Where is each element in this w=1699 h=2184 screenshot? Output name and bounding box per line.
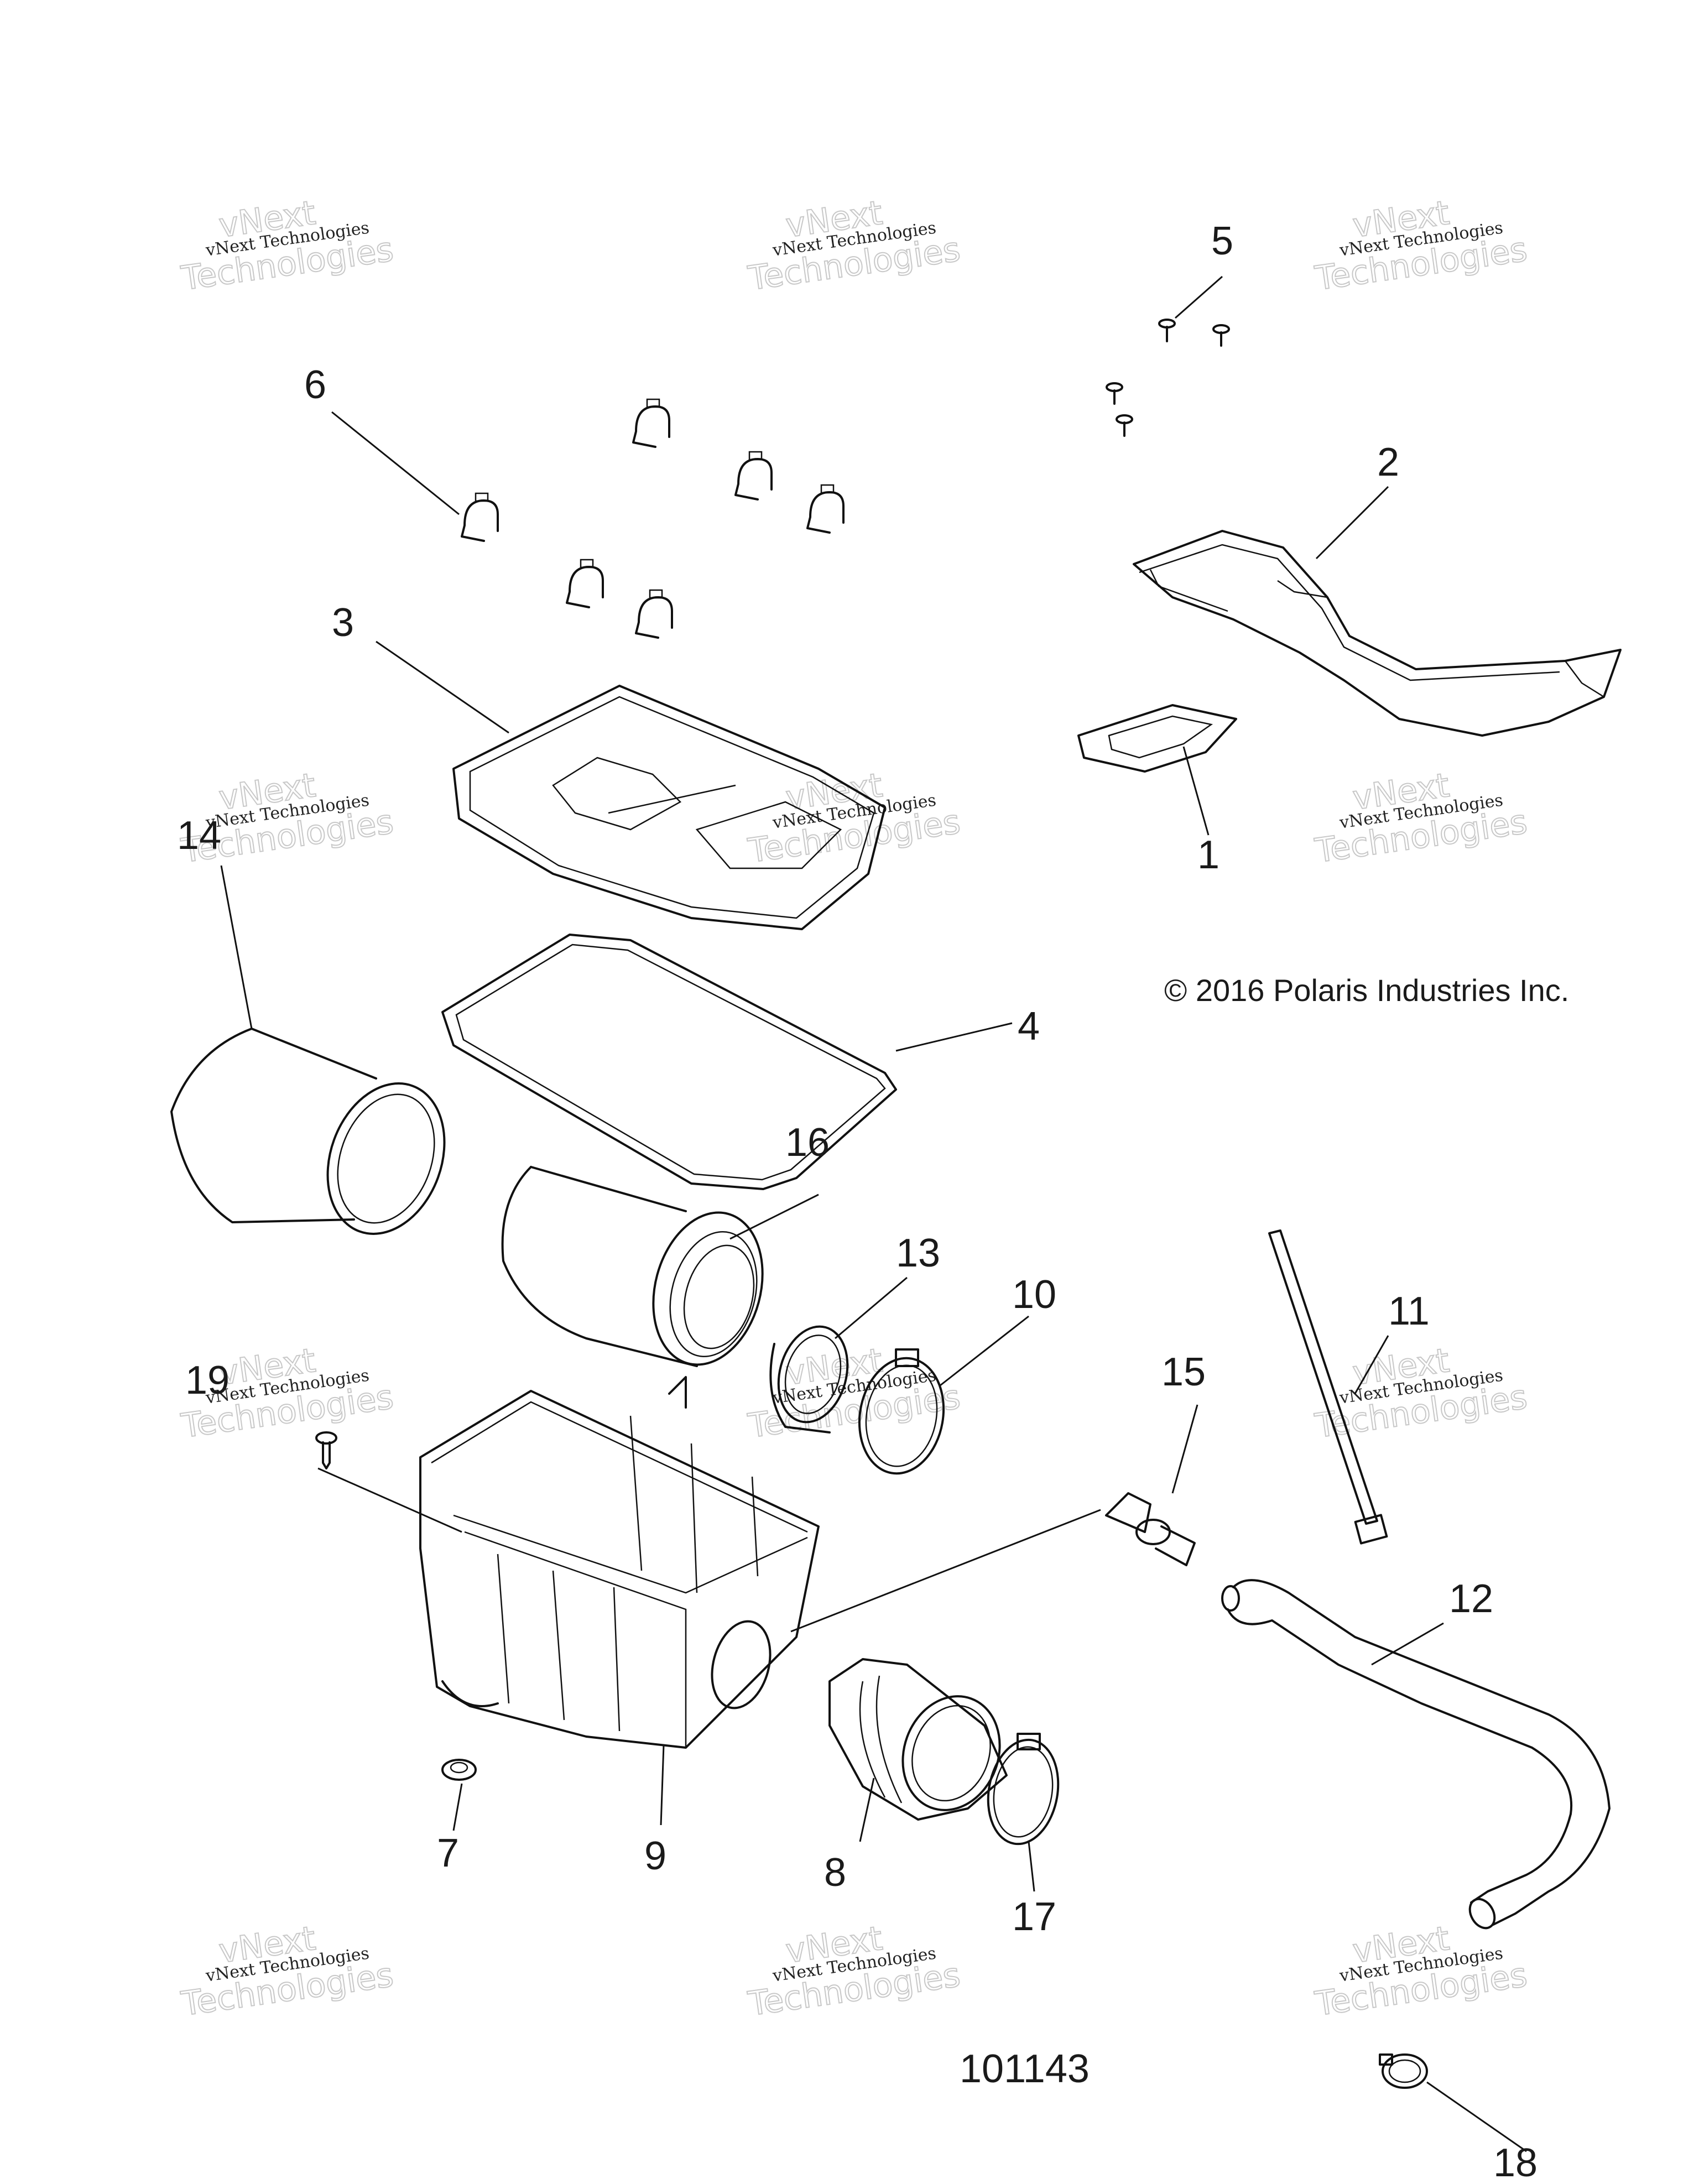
callout-18: 18	[1493, 2141, 1538, 2184]
callout-16: 16	[785, 1120, 830, 1165]
callout-17: 17	[1012, 1895, 1056, 1939]
part-2-intake-duct	[1133, 530, 1622, 737]
watermark: vNext vNext Technologies Technologies	[1312, 765, 1530, 871]
leader-18	[1426, 2081, 1527, 2152]
part-3-airbox-lid	[452, 685, 886, 930]
watermark: vNext vNext Technologies Technologies	[178, 1919, 396, 2024]
part-1-gasket-plate	[1077, 704, 1237, 773]
leader-8	[859, 1778, 875, 1842]
callout-10: 10	[1012, 1273, 1056, 1317]
callout-7: 7	[437, 1831, 459, 1875]
callout-14: 14	[177, 814, 221, 858]
callouts: 1 2 3 4 5 6 7 8 9 10 11 12 13 14 15 16 1…	[177, 219, 1538, 2184]
watermark: vNext vNext Technologies Technologies	[1312, 193, 1530, 299]
part-6-clips	[461, 398, 845, 639]
part-10-hose-clamp	[858, 1348, 945, 1475]
part-16-filter-element	[501, 1166, 764, 1367]
callout-3: 3	[332, 601, 354, 645]
callout-1: 1	[1197, 833, 1219, 877]
callout-8: 8	[824, 1851, 846, 1895]
leader-11	[1354, 1335, 1389, 1394]
part-18-clamp	[1379, 2053, 1428, 2089]
part-8-intake-boot	[828, 1658, 1008, 1821]
leader-17	[1028, 1841, 1035, 1892]
watermark: vNext vNext Technologies Technologies	[745, 1919, 963, 2024]
part-11-cable-tie	[1268, 1229, 1388, 1545]
leader-13	[835, 1276, 908, 1339]
callout-9: 9	[644, 1834, 666, 1878]
callout-19: 19	[185, 1358, 230, 1403]
part-5-screws	[1106, 319, 1230, 437]
part-14-prefilter-sleeve	[170, 1028, 446, 1235]
watermark: vNext vNext Technologies Technologies	[1312, 1919, 1530, 2024]
part-19-screw	[315, 1431, 337, 1469]
leader-19	[317, 1467, 462, 1533]
leader-10	[940, 1315, 1029, 1386]
leader-3	[376, 640, 509, 734]
watermark: vNext vNext Technologies Technologies	[1312, 1341, 1530, 1446]
leader-14	[220, 865, 253, 1029]
copyright-notice: © 2016 Polaris Industries Inc.	[1164, 973, 1569, 1008]
callout-12: 12	[1449, 1577, 1493, 1621]
leader-7	[452, 1783, 463, 1831]
part-9-airbox	[419, 1376, 820, 1749]
callout-6: 6	[304, 363, 326, 407]
document-number: 101143	[960, 2047, 1090, 2091]
callout-13: 13	[896, 1231, 940, 1275]
leader-4	[895, 1022, 1013, 1052]
part-12-breather-hose	[1221, 1579, 1611, 1930]
part-17-hose-clamp	[987, 1733, 1060, 1846]
part-13-coupler-ring	[769, 1325, 849, 1434]
leader-2	[1315, 486, 1389, 560]
leader-1	[1182, 746, 1210, 836]
leader-6	[331, 411, 460, 515]
part-15-drain-valve	[1105, 1492, 1196, 1566]
watermark: vNext vNext Technologies Technologies	[178, 193, 396, 299]
leader-15	[1171, 1404, 1198, 1494]
leader-15b	[790, 1509, 1101, 1633]
watermark: vNext vNext Technologies Technologies	[745, 765, 963, 871]
leader-12	[1371, 1622, 1444, 1666]
leader-lines	[220, 275, 1527, 2152]
callout-15: 15	[1161, 1350, 1206, 1394]
leader-16	[729, 1193, 819, 1240]
callout-4: 4	[1018, 1004, 1040, 1049]
callout-5: 5	[1211, 219, 1233, 263]
leader-9	[660, 1744, 665, 1826]
callout-11: 11	[1388, 1289, 1430, 1333]
part-4-filter-seal	[441, 934, 897, 1190]
leader-5	[1175, 275, 1223, 319]
watermark: vNext vNext Technologies Technologies	[745, 193, 963, 299]
watermarks: vNext vNext Technologies Technologies vN…	[178, 193, 1530, 2024]
part-7-grommet	[441, 1759, 477, 1781]
callout-2: 2	[1377, 440, 1399, 484]
